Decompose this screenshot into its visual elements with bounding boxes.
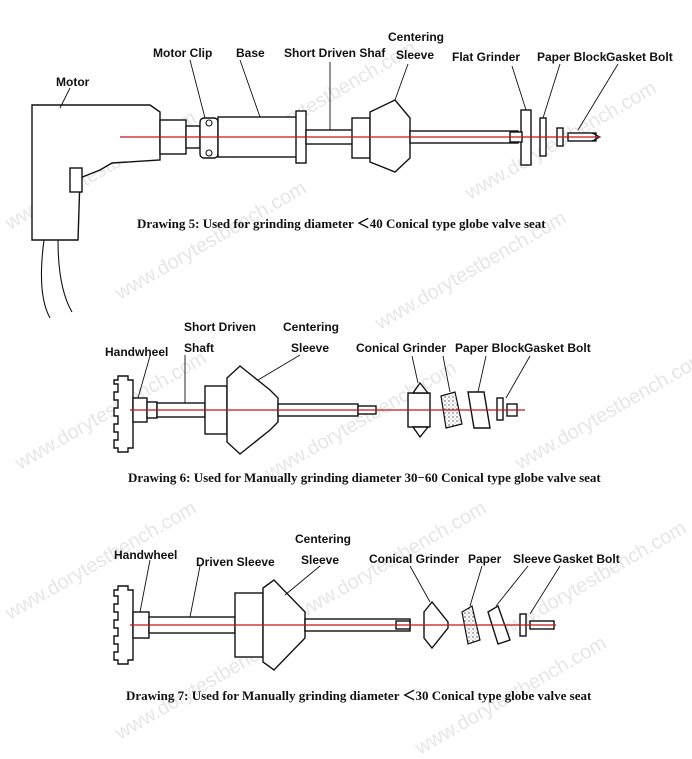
- label-sleeve-2: Sleeve: [513, 552, 551, 566]
- handwheel: [113, 375, 134, 453]
- centering-sleeve-cone: [369, 99, 411, 173]
- leader-flat-grinder: [511, 65, 527, 111]
- leader-handwheel: [139, 559, 151, 613]
- label-gasket-bolt: Gasket Bolt: [553, 552, 620, 566]
- leader-paper: [442, 355, 451, 393]
- label-paper-block: Paper Block: [455, 341, 525, 355]
- label-centering: Centering: [295, 532, 351, 546]
- leader-conical-grinder: [411, 355, 419, 384]
- conical-grinder-cone: [411, 381, 430, 394]
- label-short-driven: Short Driven: [184, 320, 256, 334]
- watermark: www.dorytestbench.com: [111, 177, 311, 305]
- label-conical-grinder: Conical Grinder: [356, 341, 446, 355]
- caption-drawing-7: Drawing 7: Used for Manually grinding di…: [126, 688, 592, 703]
- label-sleeve: Sleeve: [396, 48, 434, 62]
- watermark: www.dorytestbench.com: [511, 347, 692, 475]
- label-centering: Centering: [388, 30, 444, 44]
- label-paper: Paper: [468, 552, 502, 566]
- leader-centering-sleeve: [284, 565, 321, 596]
- label-gasket-bolt: Gasket Bolt: [524, 341, 591, 355]
- leader-sleeve: [495, 565, 529, 607]
- label-sleeve: Sleeve: [291, 341, 329, 355]
- label-short-driven-shaft: Short Driven Shaf: [284, 46, 386, 60]
- leader-centering-sleeve: [394, 63, 409, 101]
- motor-clip-screw: [205, 149, 213, 157]
- label-flat-grinder: Flat Grinder: [452, 50, 520, 64]
- label-handwheel: Handwheel: [105, 345, 168, 359]
- label-gasket-bolt: Gasket Bolt: [606, 50, 673, 64]
- label-paper-block: Paper Block: [537, 50, 607, 64]
- label-motor: Motor: [56, 75, 90, 89]
- motor-cord: [41, 239, 73, 319]
- label-handwheel: Handwheel: [114, 548, 177, 562]
- leader-paper-block: [477, 355, 487, 393]
- leader-gasket-bolt: [577, 63, 619, 131]
- gasket: [496, 397, 504, 421]
- leader-motor-clip: [189, 59, 206, 119]
- drawing-6: Handwheel Short Driven Shaft Centering S…: [105, 320, 601, 485]
- leader-centering-sleeve: [257, 354, 301, 381]
- leader-gasket-bolt: [529, 565, 561, 615]
- leader-motor: [59, 87, 71, 109]
- leader-paper-block: [542, 63, 561, 119]
- label-sleeve: Sleeve: [301, 553, 339, 567]
- label-conical-grinder: Conical Grinder: [369, 552, 459, 566]
- drawing-5: Motor Motor Clip Base Short Driven Shaf …: [31, 30, 673, 319]
- leader-paper: [469, 565, 483, 607]
- leader-driven-sleeve: [189, 565, 201, 618]
- motor-body: [31, 104, 161, 241]
- drawing-7: Handwheel Driven Sleeve Centering Sleeve…: [113, 532, 620, 703]
- caption-drawing-6: Drawing 6: Used for Manually grinding di…: [128, 470, 601, 485]
- label-centering: Centering: [283, 320, 339, 334]
- handwheel: [113, 585, 134, 665]
- caption-drawing-5: Drawing 5: Used for grinding diameter ＜4…: [137, 216, 546, 231]
- leader-conical-grinder: [409, 565, 431, 603]
- motor-switch: [69, 167, 83, 193]
- centering-sleeve-hub: [351, 117, 371, 159]
- leader-gasket-bolt: [505, 355, 531, 399]
- leader-handwheel: [137, 355, 151, 399]
- label-base: Base: [236, 46, 265, 60]
- label-motor-clip: Motor Clip: [153, 46, 212, 60]
- motor-clip-screw: [205, 119, 213, 127]
- conical-grinder-cone: [411, 426, 430, 439]
- motor-clip: [199, 117, 219, 159]
- leader-base: [239, 59, 261, 118]
- label-driven-sleeve: Driven Sleeve: [196, 555, 275, 569]
- label-shaft: Shaft: [184, 341, 214, 355]
